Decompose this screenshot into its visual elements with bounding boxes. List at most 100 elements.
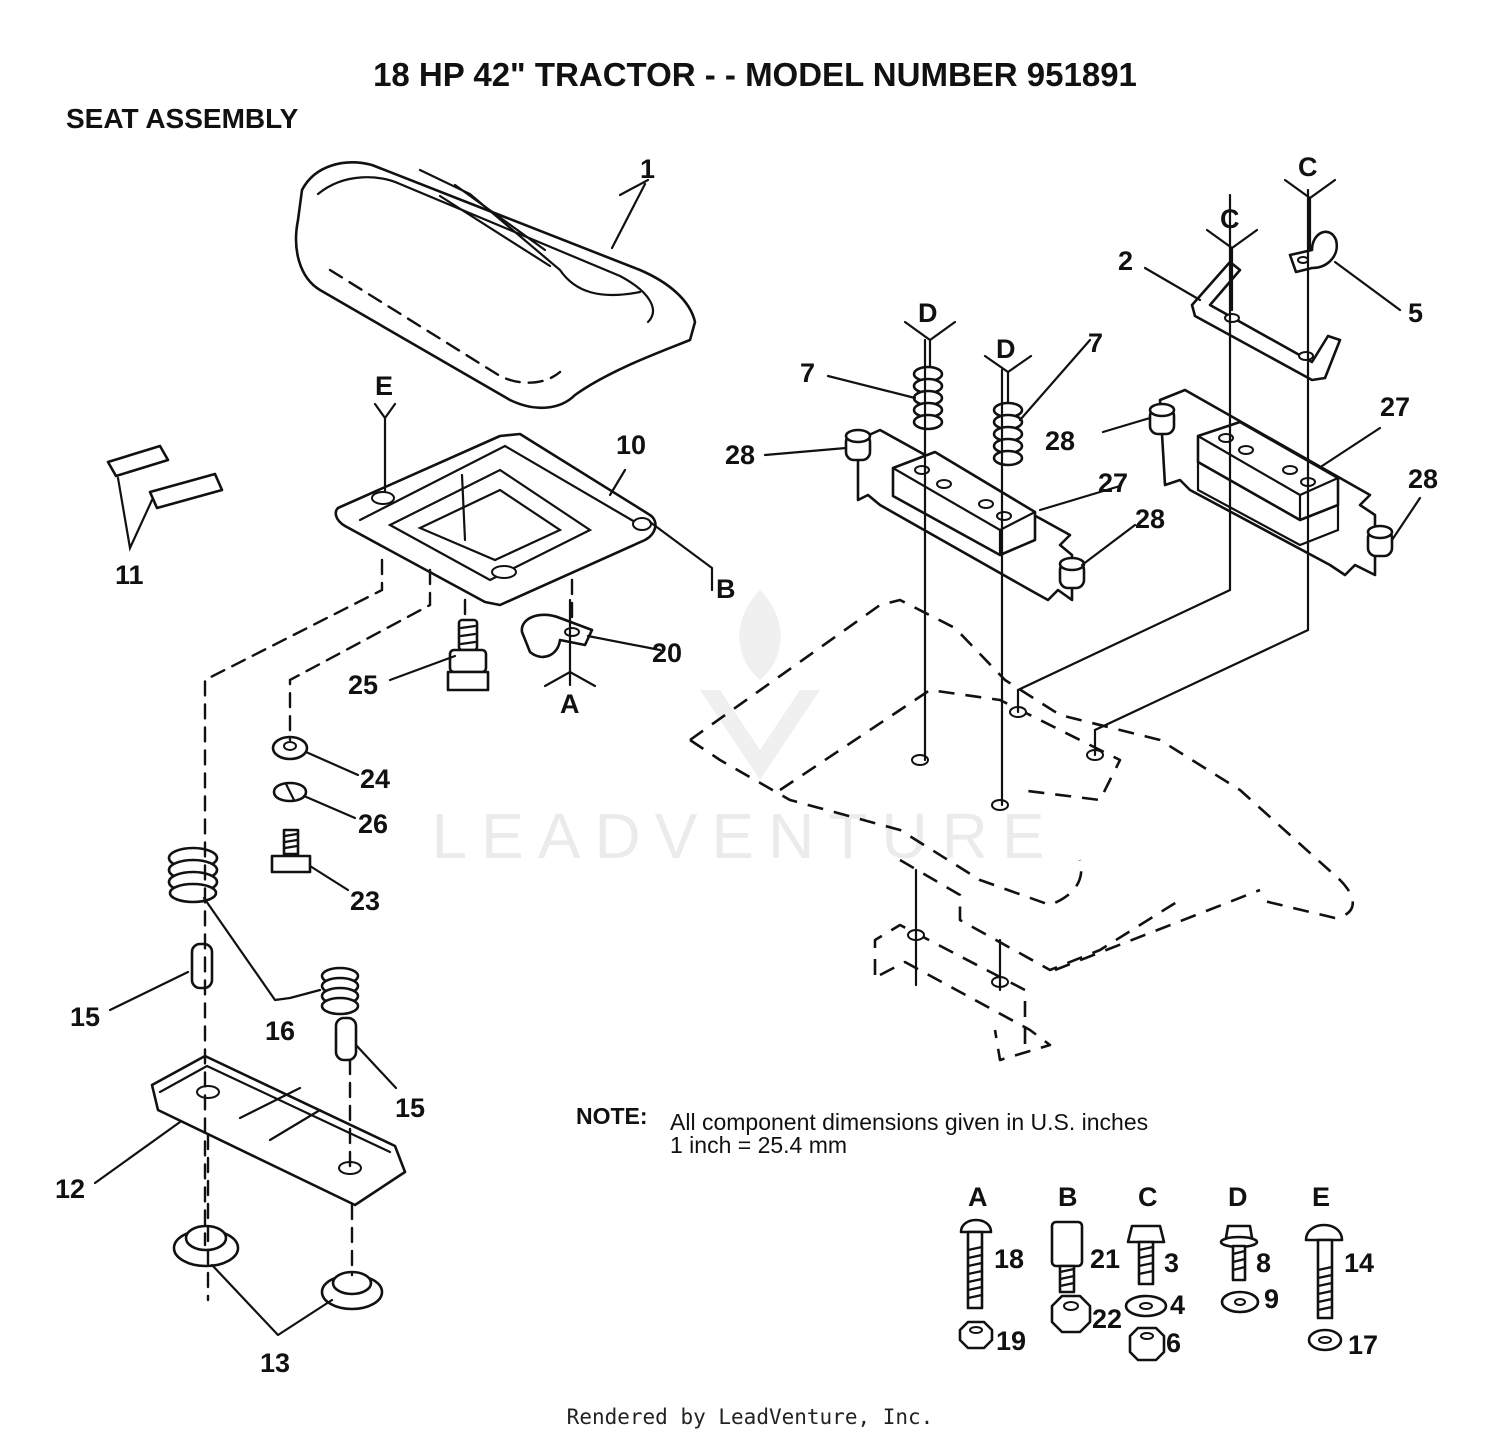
ref-arrow-e	[373, 402, 397, 494]
carriage-bolt-part-18	[959, 1218, 993, 1310]
flange-bolt-part-8	[1219, 1224, 1259, 1282]
washer-part-9	[1220, 1290, 1260, 1314]
nut-part-19	[958, 1320, 994, 1350]
callout-12: 12	[55, 1174, 85, 1204]
tractor-body-outline	[689, 598, 1355, 972]
callout-26: 26	[358, 809, 388, 839]
key-letter-a: A	[968, 1182, 988, 1212]
key-letter-d: D	[1228, 1182, 1248, 1212]
render-credit-footer: Rendered by LeadVenture, Inc.	[567, 1405, 934, 1429]
callout-1: 1	[640, 154, 655, 184]
ref-letter-d1: D	[918, 298, 938, 328]
pin-part-15-right	[334, 1016, 358, 1062]
callout-27-right: 27	[1380, 392, 1410, 422]
callout-16: 16	[265, 1016, 295, 1046]
callout-15-left: 15	[70, 1002, 100, 1032]
callout-27-left: 27	[1098, 468, 1128, 498]
leadventure-watermark: LEADVENTURE	[432, 590, 1059, 872]
seat-part-1	[294, 161, 697, 410]
seat-pan-part-10	[334, 432, 657, 607]
ref-letter-d2: D	[996, 334, 1016, 364]
key-callout-6: 6	[1166, 1328, 1181, 1358]
callout-5: 5	[1408, 298, 1423, 328]
key-letter-e: E	[1312, 1182, 1330, 1212]
key-callout-19: 19	[996, 1326, 1026, 1356]
mount-block-part-27-left	[856, 428, 1074, 602]
carriage-bolt-part-14	[1304, 1223, 1344, 1320]
key-callout-18: 18	[994, 1244, 1024, 1274]
key-callout-4: 4	[1170, 1290, 1185, 1320]
section-subtitle: SEAT ASSEMBLY	[66, 103, 299, 134]
ref-arrow-c2	[1283, 178, 1337, 252]
pin-part-15-left	[190, 942, 214, 990]
callout-20: 20	[652, 638, 682, 668]
nut-part-6	[1128, 1326, 1166, 1362]
callout-25: 25	[348, 670, 378, 700]
page-title: 18 HP 42" TRACTOR - - MODEL NUMBER 95189…	[373, 56, 1137, 93]
ref-letter-c1: C	[1220, 204, 1240, 234]
ref-arrow-d1	[903, 320, 957, 368]
spring-part-16-right	[320, 966, 360, 1016]
key-callout-8: 8	[1256, 1248, 1271, 1278]
bumper-part-28-c	[1148, 402, 1176, 436]
callout-13: 13	[260, 1348, 290, 1378]
dimensions-note: NOTE: All component dimensions given in …	[576, 1103, 1148, 1158]
callout-24: 24	[360, 764, 390, 794]
clip-part-20	[520, 613, 594, 659]
key-letter-b: B	[1058, 1182, 1078, 1212]
bushing-part-13-right	[320, 1270, 384, 1311]
callout-7-left: 7	[800, 358, 815, 388]
bracket-part-2	[1190, 260, 1342, 382]
ref-letter-a: A	[560, 689, 580, 719]
key-callout-9: 9	[1264, 1284, 1279, 1314]
callout-10: 10	[616, 430, 646, 460]
spring-part-7-left	[912, 365, 944, 431]
latch-clips-part-11	[106, 444, 224, 552]
key-letter-c: C	[1138, 1182, 1158, 1212]
lock-washer-part-26	[272, 781, 308, 803]
bumper-part-28-a	[844, 428, 872, 462]
callout-28-c: 28	[1045, 426, 1075, 456]
key-callout-21: 21	[1090, 1244, 1120, 1274]
spring-part-16-left	[167, 846, 219, 904]
note-label: NOTE:	[576, 1103, 648, 1129]
ref-arrow-a	[543, 598, 597, 688]
key-callout-22: 22	[1092, 1304, 1122, 1334]
note-line-2: 1 inch = 25.4 mm	[670, 1132, 847, 1158]
bumper-part-28-b	[1058, 556, 1086, 590]
ref-arrow-b	[648, 520, 714, 592]
callout-2: 2	[1118, 246, 1133, 276]
callout-7-right: 7	[1088, 328, 1103, 358]
ref-arrow-c1	[1205, 228, 1259, 312]
shoulder-bolt-part-25	[446, 618, 490, 692]
ref-letter-b: B	[716, 574, 736, 604]
hardware-key: A B C D E 18 19 21 22	[958, 1182, 1378, 1362]
callout-28-a: 28	[725, 440, 755, 470]
mount-block-part-27-right	[1158, 388, 1377, 577]
bumper-part-28-d	[1366, 524, 1394, 558]
callout-11: 11	[115, 560, 144, 590]
watermark-text: LEADVENTURE	[432, 800, 1059, 872]
ref-letter-e: E	[375, 371, 393, 401]
note-line-1: All component dimensions given in U.S. i…	[670, 1109, 1148, 1135]
washer-part-4	[1124, 1294, 1168, 1318]
base-plate-part-12	[150, 1054, 407, 1207]
callout-28-d: 28	[1408, 464, 1438, 494]
clip-part-5	[1288, 230, 1339, 274]
shoulder-bolt-part-21	[1050, 1220, 1084, 1294]
lock-washer-part-17	[1307, 1328, 1343, 1352]
bolt-part-23	[270, 828, 312, 874]
nut-part-24	[271, 735, 309, 761]
spring-part-7-right	[992, 401, 1024, 467]
key-callout-17: 17	[1348, 1330, 1378, 1360]
callout-23: 23	[350, 886, 380, 916]
frame-bracket-outline	[873, 923, 1052, 1062]
callout-15-right: 15	[395, 1093, 425, 1123]
key-callout-3: 3	[1164, 1248, 1179, 1278]
ref-arrow-d2	[983, 354, 1033, 404]
bushing-part-13-left	[172, 1224, 240, 1268]
key-callout-14: 14	[1344, 1248, 1374, 1278]
callout-28-b: 28	[1135, 504, 1165, 534]
ref-letter-c2: C	[1298, 152, 1318, 182]
